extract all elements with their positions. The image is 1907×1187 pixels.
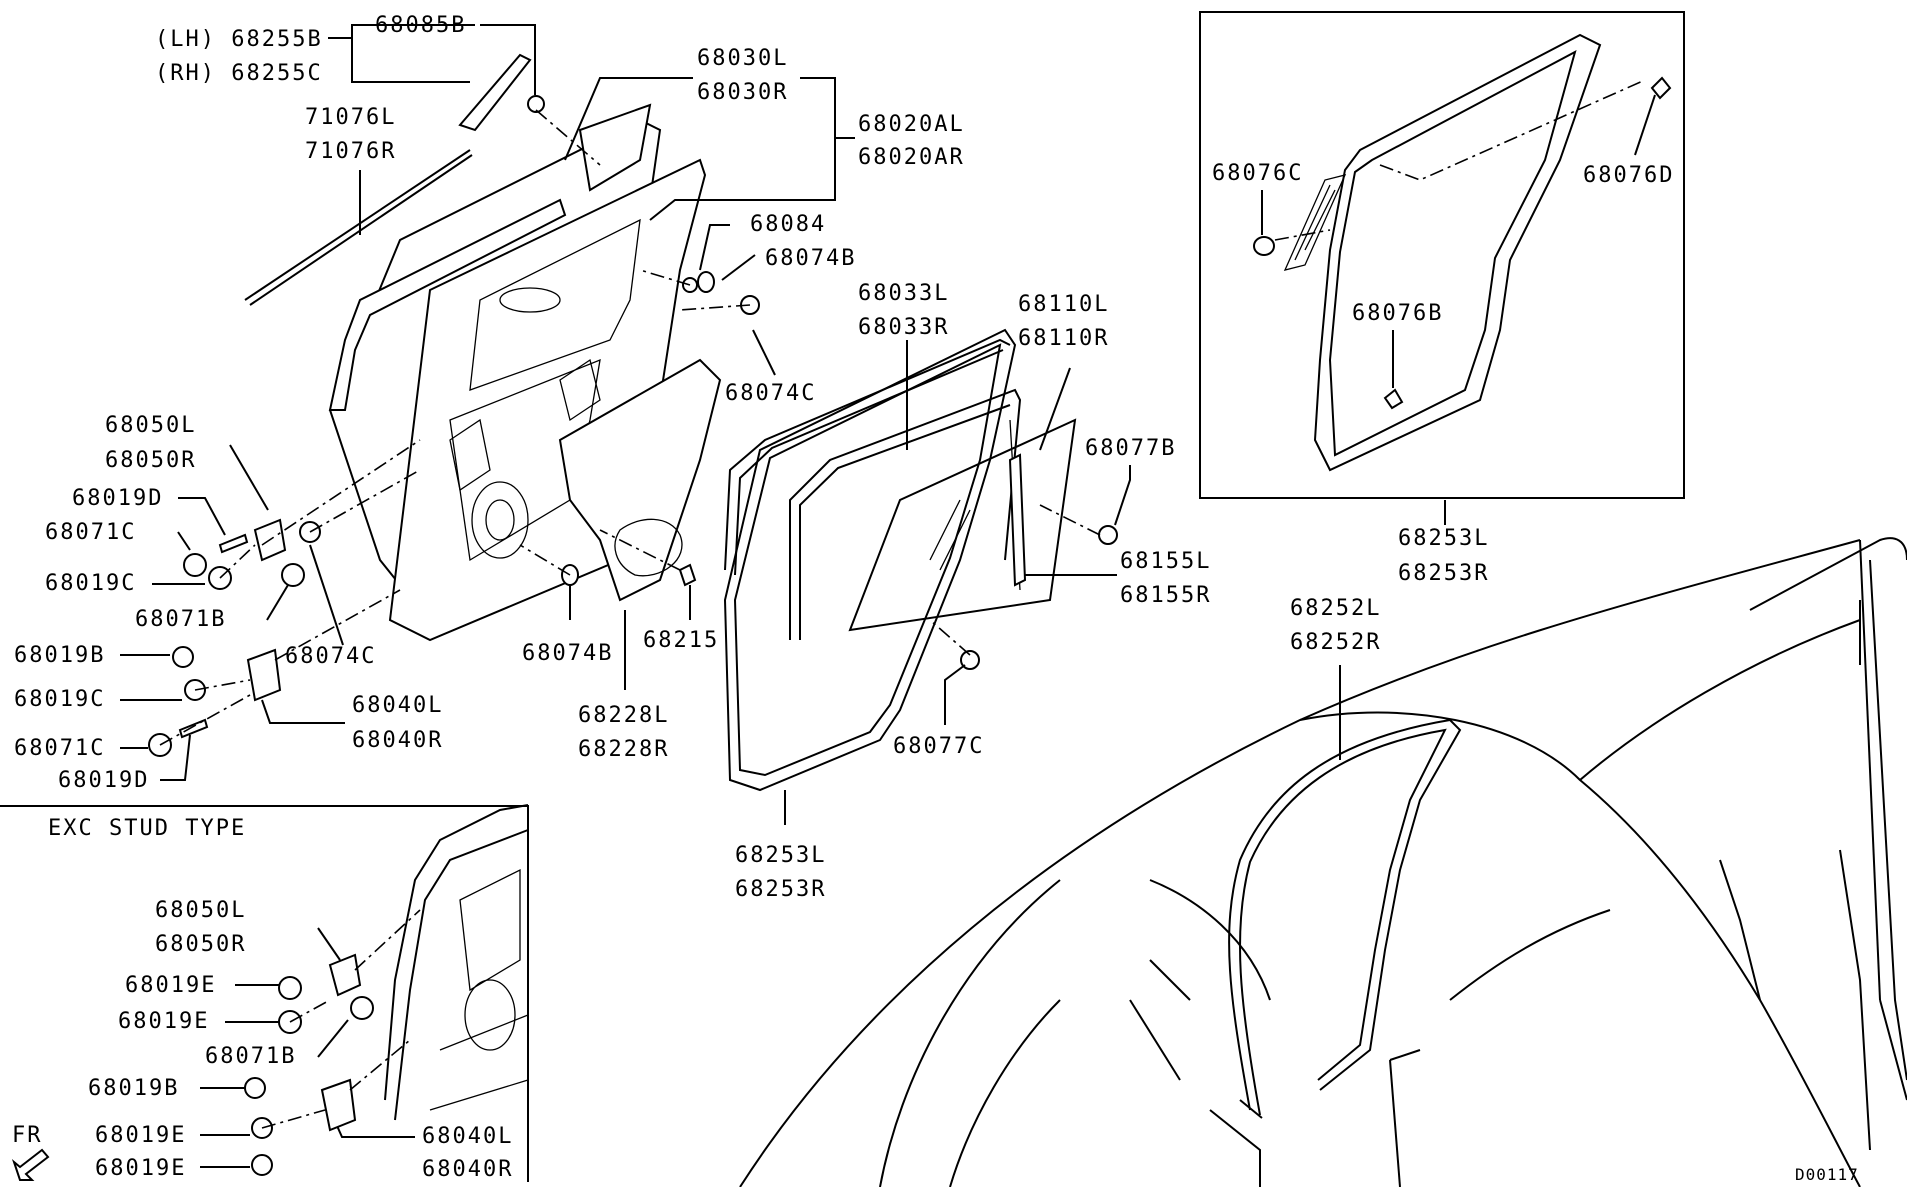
alignment-lines-main: [159, 109, 1101, 746]
label-68076d: 68076D: [1583, 163, 1674, 188]
door-weatherstrip-68253: [723, 328, 1017, 792]
label-68252l: 68252L: [1290, 596, 1381, 621]
label-68071c: 68071C: [45, 520, 136, 545]
weatherstrip-inset-box: [1199, 11, 1685, 499]
label-68040r: 68040R: [352, 728, 443, 753]
label-68155l: 68155L: [1120, 549, 1211, 574]
label-68020al: 68020AL: [858, 112, 965, 137]
label-68071b: 68071B: [135, 607, 226, 632]
label-68050r: 68050R: [105, 448, 196, 473]
part-labels: (LH) 68255B (RH) 68255C 68085B 68030L 68…: [14, 13, 1674, 902]
door-sash: [328, 198, 567, 411]
label-e68040r: 68040R: [422, 1157, 513, 1182]
label-68253r-box: 68253R: [1398, 561, 1489, 586]
label-68085b: 68085B: [375, 13, 466, 38]
label-68033l: 68033L: [858, 281, 949, 306]
label-68255c: (RH) 68255C: [155, 61, 323, 86]
label-68228r: 68228R: [578, 737, 669, 762]
label-68155r: 68155R: [1120, 583, 1211, 608]
label-e68050r: 68050R: [155, 932, 246, 957]
label-e68019e-1: 68019E: [125, 973, 216, 998]
exc-inset-title: EXC STUD TYPE: [48, 816, 246, 841]
label-71076l: 71076L: [305, 105, 396, 130]
label-68019b: 68019B: [14, 643, 105, 668]
label-68253l-box: 68253L: [1398, 526, 1489, 551]
label-68019d: 68019D: [72, 486, 163, 511]
diagram-id: D00117: [1795, 1165, 1859, 1184]
label-68030r: 68030R: [697, 80, 788, 105]
run-channel-68110: [789, 388, 1022, 640]
label-68074b-mid: 68074B: [522, 641, 613, 666]
label-68077c: 68077C: [893, 734, 984, 759]
fasteners-main: [148, 95, 1118, 757]
label-68074b-top: 68074B: [765, 246, 856, 271]
label-e68019e-2: 68019E: [118, 1009, 209, 1034]
label-68071c-b: 68071C: [14, 736, 105, 761]
label-e68019b: 68019B: [88, 1076, 179, 1101]
label-68228l: 68228L: [578, 703, 669, 728]
label-e68019e-4: 68019E: [95, 1156, 186, 1181]
label-68019c-b: 68019C: [14, 687, 105, 712]
glass-holder-68155: [1008, 453, 1027, 587]
label-68255b: (LH) 68255B: [155, 27, 323, 52]
label-68019d-b: 68019D: [58, 768, 149, 793]
label-68030l: 68030L: [697, 46, 788, 71]
label-68253l-mid: 68253L: [735, 843, 826, 868]
label-68252r: 68252R: [1290, 630, 1381, 655]
leader-lines: [120, 24, 1656, 1168]
inset-weatherstrip: [1253, 33, 1672, 472]
label-e68019e-3: 68019E: [95, 1123, 186, 1148]
label-e68050l: 68050L: [155, 898, 246, 923]
label-68076b: 68076B: [1352, 301, 1443, 326]
exc-inset-labels: EXC STUD TYPE 68050L 68050R 68019E 68019…: [12, 816, 513, 1182]
label-e68071b: 68071B: [205, 1044, 296, 1069]
label-68084: 68084: [750, 212, 826, 237]
label-68110l: 68110L: [1018, 292, 1109, 317]
label-e68040l: 68040L: [422, 1124, 513, 1149]
exc-inset-door: [244, 804, 529, 1176]
label-68074c-top: 68074C: [725, 381, 816, 406]
label-68215: 68215: [643, 628, 719, 653]
label-68019c: 68019C: [45, 571, 136, 596]
label-68253r-mid: 68253R: [735, 877, 826, 902]
vehicle-body: [739, 537, 1907, 1187]
label-68110r: 68110R: [1018, 326, 1109, 351]
label-71076r: 71076R: [305, 139, 396, 164]
label-68077b: 68077B: [1085, 436, 1176, 461]
rear-door-assembly: [244, 53, 722, 642]
front-arrow-icon: [11, 1148, 50, 1181]
label-68050l: 68050L: [105, 413, 196, 438]
label-68020ar: 68020AR: [858, 145, 965, 170]
label-68033r: 68033R: [858, 315, 949, 340]
label-68040l: 68040L: [352, 693, 443, 718]
label-68076c: 68076C: [1212, 161, 1303, 186]
front-label: FR: [12, 1123, 43, 1148]
label-68074c-mid: 68074C: [285, 644, 376, 669]
